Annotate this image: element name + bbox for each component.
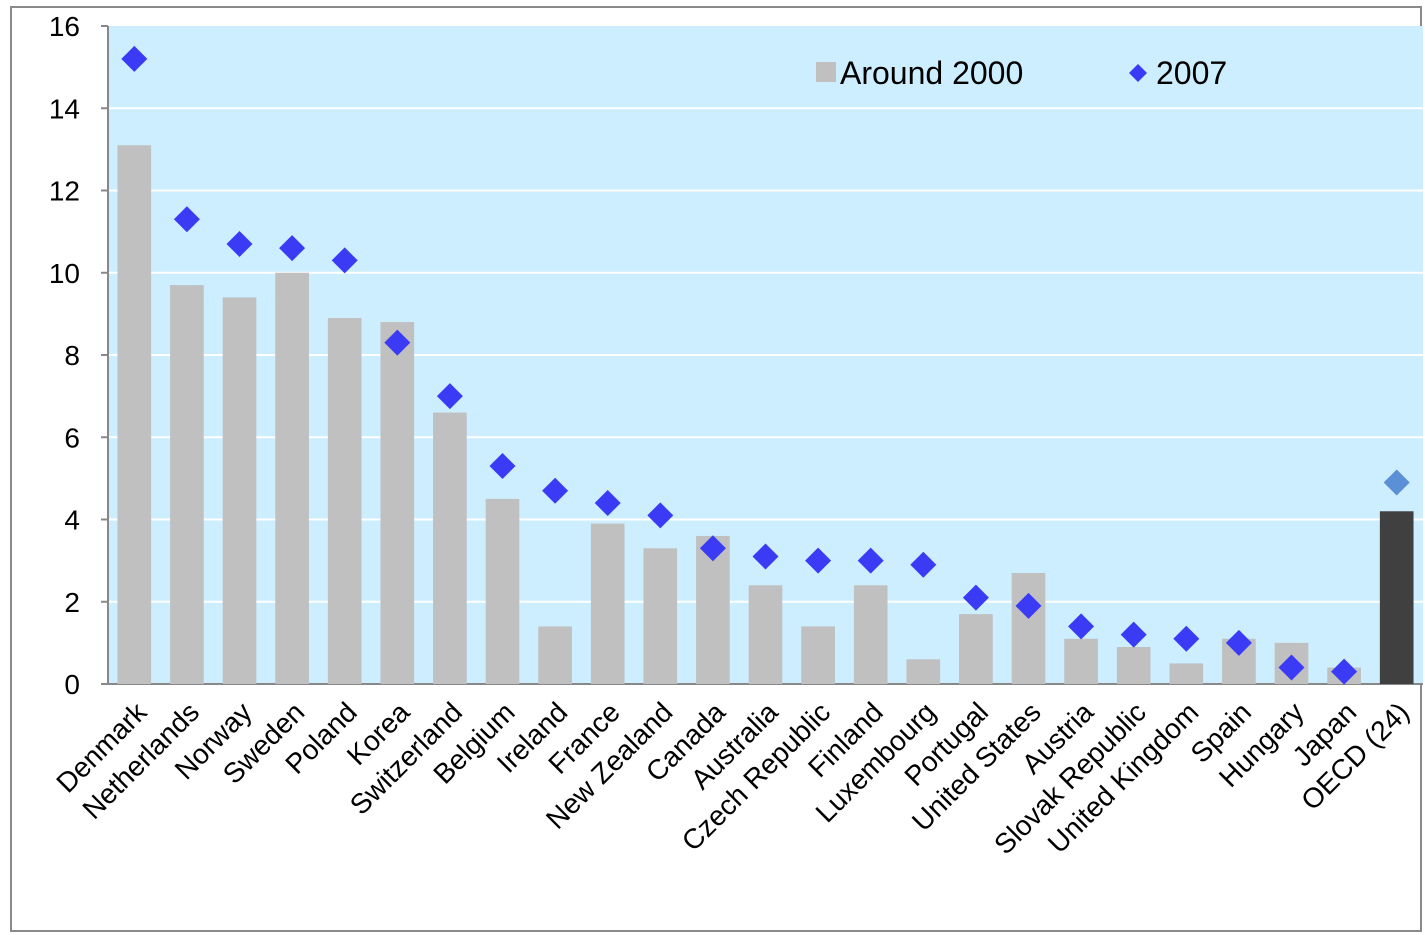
y-tick-label: 8 [64, 340, 80, 371]
marker-switzerland [436, 383, 463, 410]
marker-poland [331, 247, 358, 274]
marker-czech-republic [805, 547, 832, 574]
legend-label-2007: 2007 [1156, 55, 1227, 91]
marker-austria [1068, 613, 1095, 640]
bar-sweden [275, 272, 309, 684]
bar-portugal [959, 614, 993, 684]
legend-swatch-2007 [1129, 64, 1147, 82]
x-axis-labels: DenmarkNetherlandsNorwaySwedenPolandKore… [50, 696, 1415, 861]
bar-united-states [1011, 572, 1046, 684]
marker-netherlands [173, 206, 200, 233]
marker-japan [1331, 658, 1358, 685]
markers-2007 [121, 45, 1410, 685]
legend-label-around-2000: Around 2000 [840, 55, 1023, 91]
bar-denmark [117, 145, 152, 684]
marker-luxembourg [910, 551, 937, 578]
marker-sweden [279, 235, 306, 262]
bar-australia [748, 585, 783, 684]
marker-united-states [1015, 592, 1042, 619]
bar-oecd-24- [1379, 511, 1414, 684]
bar-belgium [485, 498, 520, 684]
y-tick-label: 4 [64, 505, 80, 536]
marker-united-kingdom [1173, 625, 1200, 652]
bar-new-zealand [643, 548, 678, 684]
bar-poland [327, 317, 362, 684]
bar-united-kingdom [1169, 663, 1204, 684]
y-tick-label: 0 [64, 669, 80, 700]
marker-australia [752, 543, 779, 570]
bar-finland [853, 585, 888, 684]
y-tick-label: 2 [64, 587, 80, 618]
y-tick-label: 14 [49, 93, 80, 124]
bars-around-2000 [117, 145, 1414, 684]
marker-hungary [1278, 654, 1305, 681]
bar-austria [1064, 638, 1098, 684]
marker-france [594, 490, 621, 517]
marker-finland [857, 547, 884, 574]
legend: Around 2000 2007 [816, 55, 1227, 91]
y-tick-label: 16 [49, 11, 80, 42]
bar-switzerland [433, 412, 467, 684]
bar-czech-republic [801, 626, 835, 684]
y-tick-label: 10 [49, 258, 80, 289]
marker-canada [699, 535, 726, 562]
marker-norway [226, 230, 253, 257]
bar-slovak-republic [1116, 646, 1151, 684]
marker-oecd-24- [1383, 469, 1410, 496]
y-axis: 0 2 4 6 8 10 12 14 16 [49, 11, 1423, 700]
bar-korea [380, 322, 415, 684]
marker-slovak-republic [1120, 621, 1147, 648]
marker-belgium [489, 453, 516, 480]
marker-portugal [962, 584, 989, 611]
marker-ireland [542, 477, 569, 504]
marker-denmark [121, 45, 148, 72]
y-tick-label: 6 [64, 422, 80, 453]
y-tick-label: 12 [49, 176, 80, 207]
legend-swatch-around-2000 [816, 62, 836, 82]
bar-norway [222, 297, 257, 684]
bar-ireland [538, 626, 572, 684]
marker-new-zealand [647, 502, 674, 529]
bar-luxembourg [906, 659, 941, 684]
marker-spain [1225, 629, 1252, 656]
gridlines [108, 107, 1423, 603]
bar-netherlands [170, 285, 204, 684]
bar-france [590, 523, 625, 684]
marker-korea [384, 329, 411, 356]
